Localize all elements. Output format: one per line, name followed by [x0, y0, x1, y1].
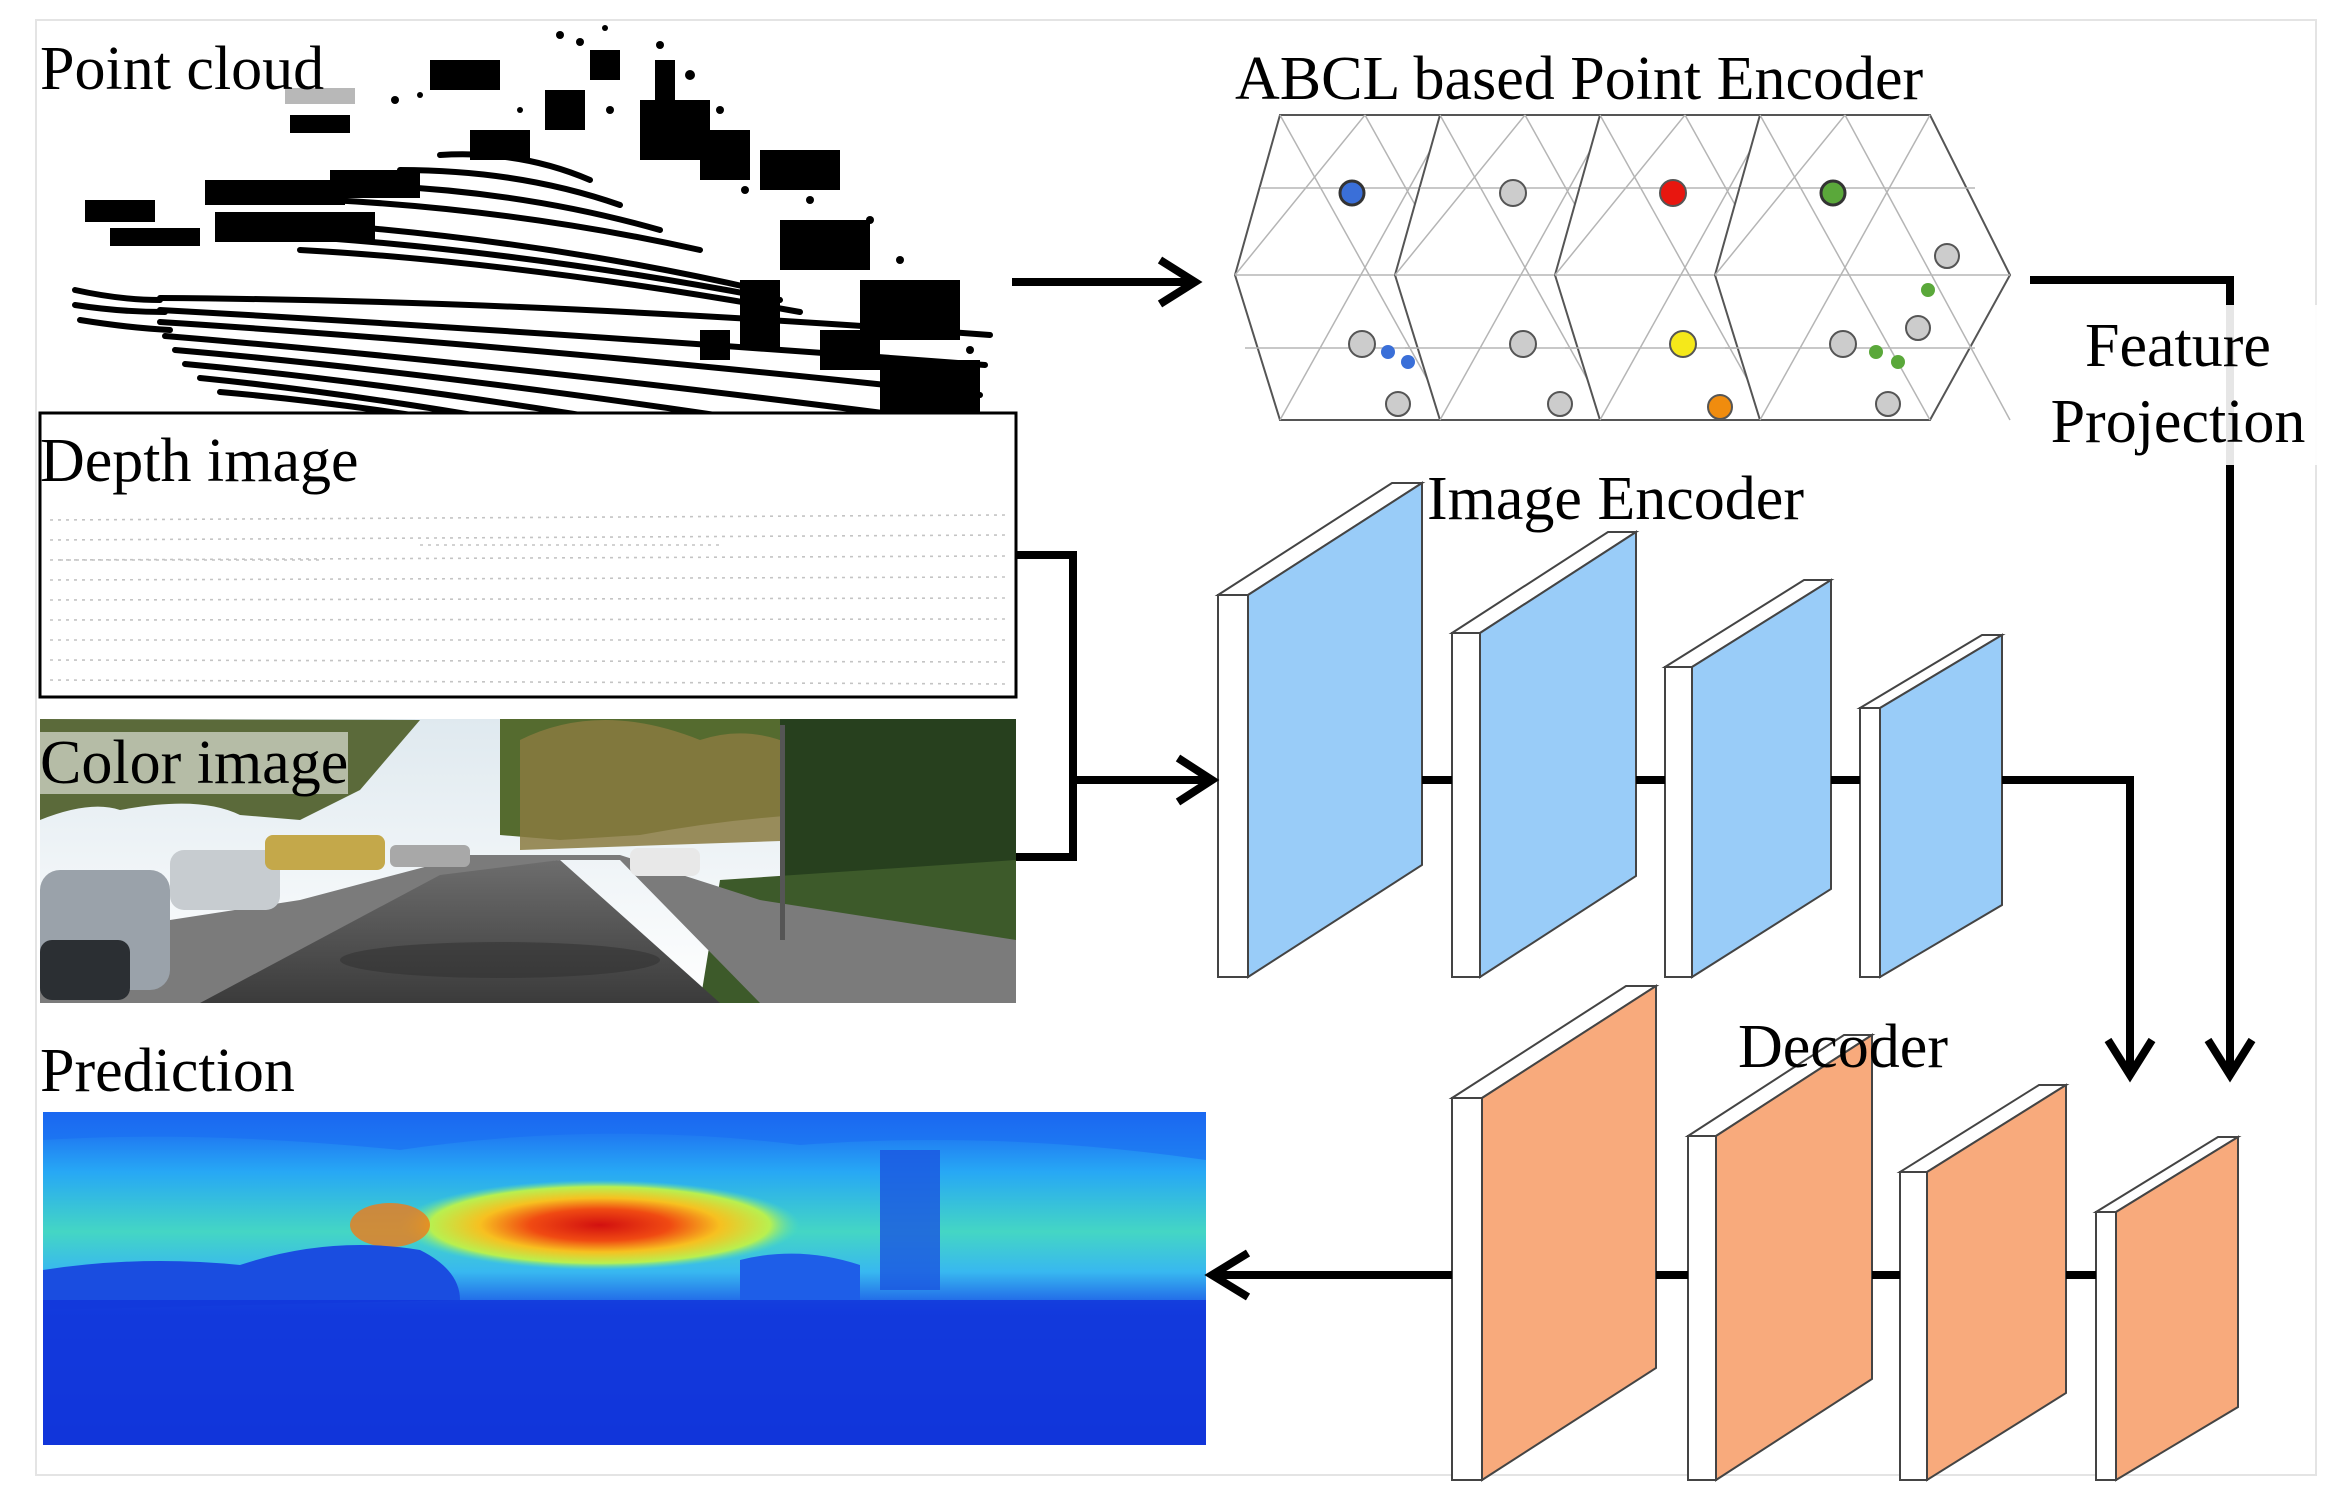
figure-frame — [35, 19, 2317, 1476]
point-cloud-label: Point cloud — [40, 35, 325, 103]
arrow-feature-projection — [2030, 276, 2234, 1070]
prediction-depth-map — [43, 1112, 1206, 1445]
point-encoder-label: ABCL based Point Encoder — [1235, 45, 1924, 113]
color-image — [40, 719, 1016, 1003]
merge-bracket — [1016, 551, 1077, 861]
lattice-4 — [1713, 114, 2012, 421]
decoder-block-2 — [1684, 1033, 1876, 1482]
decoder-block-3 — [1896, 1083, 2070, 1482]
feature-projection-line2: Projection — [2050, 388, 2306, 456]
point-cloud-image — [72, 25, 993, 533]
decoder-block-4 — [2092, 1135, 2242, 1482]
encoder-block-4 — [1856, 633, 2006, 979]
prediction-label: Prediction — [40, 1037, 295, 1105]
connectors — [1012, 256, 2256, 1301]
feature-projection-line1: Feature — [2085, 312, 2271, 380]
arrow-encoder-to-decoder — [2002, 776, 2134, 1070]
depth-image — [38, 411, 1018, 699]
depth-image-label: Depth image — [40, 427, 359, 495]
encoder-block-1 — [1214, 481, 1426, 979]
encoder-block-3 — [1661, 578, 1835, 979]
decoder-blocks — [1448, 984, 2242, 1482]
feature-projection-label: Feature Projection — [2028, 315, 2328, 453]
color-image-label: Color image — [40, 729, 349, 797]
image-encoder-blocks — [1214, 481, 2006, 979]
decoder-label: Decoder — [1738, 1013, 1948, 1081]
encoder-block-2 — [1448, 530, 1640, 979]
image-encoder-label: Image Encoder — [1427, 465, 1804, 533]
point-encoder-lattices — [1233, 114, 2012, 421]
decoder-block-1 — [1448, 984, 1660, 1482]
